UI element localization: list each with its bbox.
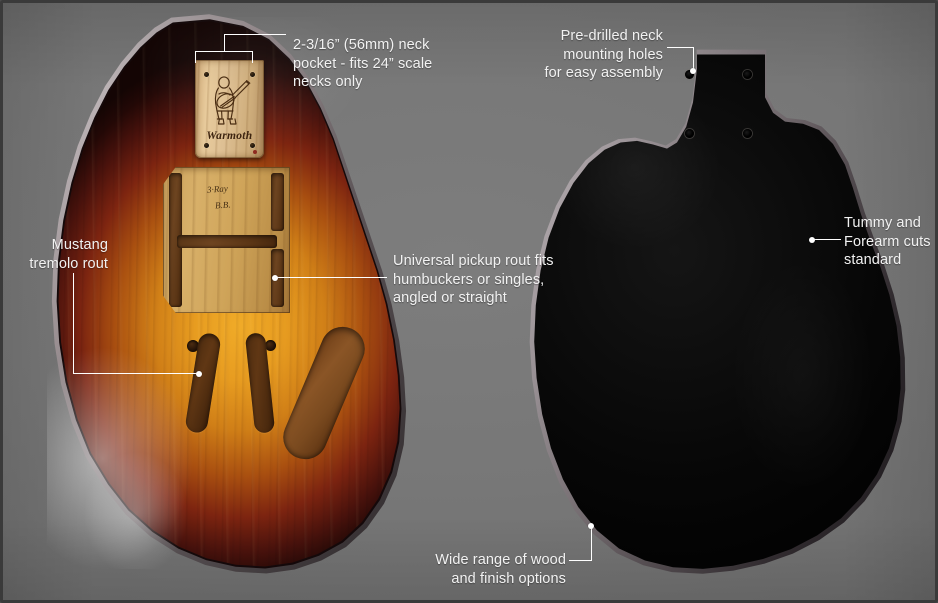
contour-leader-horizontal xyxy=(814,239,841,240)
neck-pocket-screw-hole xyxy=(204,72,209,77)
pickup-rout-leader-dot xyxy=(272,275,278,281)
finish-leader-dot xyxy=(588,523,594,529)
neck-pocket[interactable]: Warmoth xyxy=(195,60,264,158)
neck-pocket-leader-vertical xyxy=(224,34,225,52)
control-hole-right xyxy=(265,340,276,351)
front-guitar-body: Warmoth 3·Ray B.B. xyxy=(47,14,417,574)
universal-pickup-rout[interactable]: 3·Ray B.B. xyxy=(163,167,290,313)
neck-pocket-red-mark xyxy=(253,150,257,154)
pickup-rout-leader-horizontal xyxy=(276,277,387,278)
tremolo-leader-vertical xyxy=(73,273,74,374)
callout-universal-pickup-rout: Universal pickup rout fits humbuckers or… xyxy=(393,253,554,306)
tremolo-leader-horizontal xyxy=(73,373,199,374)
back-body-face xyxy=(534,54,901,569)
neck-mounting-hole-bottom-right[interactable] xyxy=(743,129,752,138)
back-body-gloss xyxy=(534,54,901,569)
neck-pocket-leader-horizontal xyxy=(224,34,286,35)
neck-pocket-screw-hole xyxy=(250,143,255,148)
control-hole-left xyxy=(187,340,199,352)
neck-holes-leader-vertical xyxy=(693,47,694,71)
callout-mustang-tremolo-rout: Mustang tremolo rout xyxy=(29,237,108,272)
neck-mounting-hole-top-left[interactable] xyxy=(685,70,694,79)
callout-wood-finish-options: Wide range of wood and finish options xyxy=(435,552,566,587)
callout-neck-pocket: 2-3/16” (56mm) neck pocket - fits 24” sc… xyxy=(293,37,433,90)
tremolo-leader-dot xyxy=(196,371,202,377)
neck-holes-leader-dot xyxy=(690,68,696,74)
callout-tummy-forearm-cuts: Tummy and Forearm cuts standard xyxy=(844,215,931,268)
neck-pocket-screw-hole xyxy=(204,143,209,148)
neck-mounting-hole-top-right[interactable] xyxy=(743,70,752,79)
contour-leader-dot xyxy=(809,237,815,243)
neck-mounting-hole-bottom-left[interactable] xyxy=(685,129,694,138)
pickup-rout-slot-left xyxy=(169,173,182,307)
neck-pocket-screw-hole xyxy=(250,72,255,77)
pickup-rout-slot-right-upper xyxy=(271,173,284,231)
finish-leader-horizontal xyxy=(569,560,592,561)
callout-neck-mounting-holes: Pre-drilled neck mounting holes for easy… xyxy=(544,28,663,81)
finish-leader-vertical xyxy=(591,526,592,561)
back-guitar-body xyxy=(515,49,915,574)
neck-holes-leader-horizontal xyxy=(667,47,694,48)
neck-pocket-bracket xyxy=(195,51,253,63)
pickup-rout-center-channel xyxy=(177,235,277,248)
